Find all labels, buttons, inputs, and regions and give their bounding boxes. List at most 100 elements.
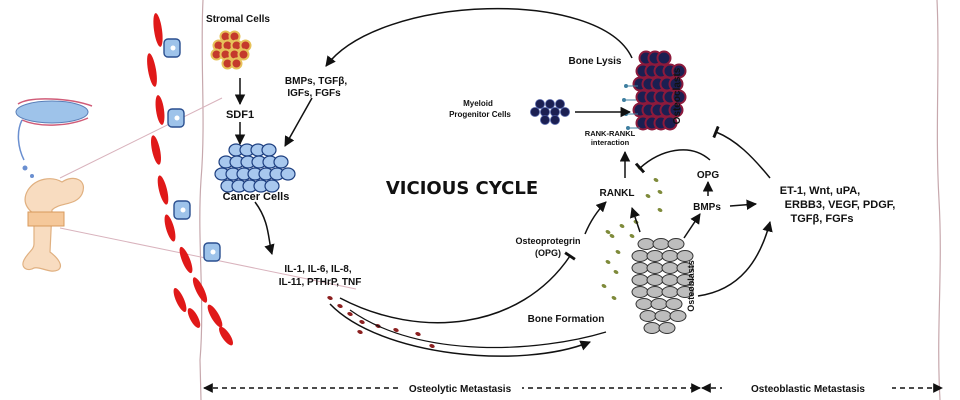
osteoblast-cell: [676, 250, 694, 262]
cell-nucleus: [210, 249, 216, 255]
osteoblast-cell: [661, 250, 679, 262]
tumor-factor-dot: [429, 344, 435, 348]
bone-marrow-boundary-left: [199, 0, 204, 400]
bone-marrow-boundary-right: [936, 0, 941, 400]
label-vicious-cycle: VICIOUS CYCLE: [386, 178, 538, 199]
osteoblast-factor-dot: [605, 229, 611, 235]
myeloid-cell: [540, 115, 550, 125]
osteoblast-cell: [669, 310, 687, 322]
cell-nucleus: [170, 45, 176, 51]
femur-bone-illustration: [22, 177, 84, 272]
tumor-factor-dot: [359, 320, 365, 324]
tumor-factor-dot: [357, 330, 363, 334]
cancer-cell: [280, 167, 296, 181]
red-blood-cell: [179, 246, 193, 274]
osteoblast-cell: [631, 262, 649, 274]
osteoblast-cell: [646, 286, 664, 298]
arrow-osteoblasts-to-factors: [697, 220, 773, 297]
osteoblast-cell: [658, 322, 676, 334]
osteoblast-cell: [646, 250, 664, 262]
osteoblast-cell: [635, 298, 653, 310]
tumor-factor-dot: [415, 332, 421, 336]
label-osteolytic-metastasis: Osteolytic Metastasis: [409, 384, 512, 395]
arrow-interleukins-to-bone-formation: [329, 303, 591, 357]
tumor-factor-dot: [337, 304, 343, 308]
osteoblast-cell: [652, 238, 670, 250]
stromal-cell: [230, 57, 243, 70]
label-rankl: RANKL: [600, 188, 635, 199]
osteoblast-factor-dot: [611, 295, 617, 301]
tumor-factor-dot: [347, 312, 353, 316]
red-blood-cell: [150, 135, 162, 165]
osteoblast-factor-dot: [645, 193, 651, 199]
label-stromal-cells: Stromal Cells: [206, 14, 270, 25]
osteoblast-cell: [665, 298, 683, 310]
arrow-bmps-to-cancer: [284, 97, 313, 147]
red-blood-cell: [164, 214, 176, 242]
arrow-cancer-to-interleukins: [254, 201, 275, 256]
red-blood-cell: [207, 304, 223, 328]
osteoblast-cell: [661, 262, 679, 274]
osteoclast-cell: [656, 50, 672, 66]
label-rank-rankl-line2: interaction: [591, 138, 630, 147]
arrow-tumor-to-bone-formation: [349, 309, 607, 349]
myeloid-cell: [555, 99, 565, 109]
tumor-factor-dot: [393, 328, 399, 332]
arrow-factors-inhibit-osteoclasts: [712, 125, 771, 179]
label-myeloid-line1: Myeloid: [463, 99, 493, 108]
label-rank-rankl-line1: RANK-RANKL: [585, 129, 636, 138]
red-blood-cell: [147, 53, 157, 87]
osteoblast-cell: [631, 286, 649, 298]
cancer-cell: [261, 143, 277, 157]
label-sdf1: SDF1: [226, 109, 254, 121]
osteoblast-cell: [676, 274, 694, 286]
rank-receptor-head: [626, 126, 630, 130]
osteoblast-cell: [637, 238, 655, 250]
osteoblast-cell: [661, 286, 679, 298]
osteoblast-factor-dot: [619, 223, 625, 229]
osteoblast-factor-dot: [629, 233, 635, 239]
cell-nucleus: [180, 207, 186, 213]
zoom-line-upper: [59, 97, 223, 179]
osteoblast-cell: [631, 274, 649, 286]
cell-nucleus: [174, 115, 180, 121]
osteoblast-cell: [676, 286, 694, 298]
myeloid-cell: [530, 107, 540, 117]
red-blood-cell: [187, 308, 201, 328]
osteoblast-cell: [676, 262, 694, 274]
arrow-osteoblasts-to-bmps: [683, 213, 701, 239]
osteoblast-factor-dot: [609, 233, 615, 239]
osteoblast-cell: [661, 274, 679, 286]
label-osteoprotegrin-line2: (OPG): [535, 248, 561, 258]
label-factors-line2: ERBB3, VEGF, PDGF,: [785, 199, 896, 211]
cancer-cell: [273, 155, 289, 169]
red-blood-cell: [155, 95, 165, 125]
osteoblast-factor-dot: [653, 177, 659, 183]
label-osteoprotegrin-line1: Osteoprotegrin: [515, 236, 580, 246]
osteoblast-cell: [654, 310, 672, 322]
osteoblast-factor-dot: [613, 269, 619, 275]
osteoblast-factor-dot: [605, 259, 611, 265]
rank-receptor-head: [624, 84, 628, 88]
osteoblast-cell: [631, 250, 649, 262]
label-myeloid-line2: Progenitor Cells: [449, 110, 511, 119]
osteoblast-cell: [639, 310, 657, 322]
label-bone-formation: Bone Formation: [528, 314, 605, 325]
red-blood-cell: [219, 326, 233, 346]
osteoblast-factor-dot: [657, 207, 663, 213]
red-blood-cell: [157, 175, 169, 205]
arrow-opg-inhibit-rankl: [634, 149, 711, 174]
red-blood-cell: [153, 13, 163, 47]
label-opg: OPG: [697, 170, 719, 181]
arrow-bmps-to-factors: [729, 199, 758, 210]
stromal-cell: [237, 48, 250, 61]
myeloid-cell: [535, 99, 545, 109]
myeloid-cell: [545, 99, 555, 109]
red-blood-cell: [192, 277, 208, 303]
rank-receptor-head: [622, 98, 626, 102]
label-factors-line1: ET-1, Wnt, uPA,: [780, 185, 860, 197]
label-bone-lysis: Bone Lysis: [569, 56, 622, 67]
arrow-interleukins-to-opg: [339, 251, 576, 324]
arrow-opg-to-rankl: [584, 201, 607, 235]
myeloid-cell: [550, 115, 560, 125]
